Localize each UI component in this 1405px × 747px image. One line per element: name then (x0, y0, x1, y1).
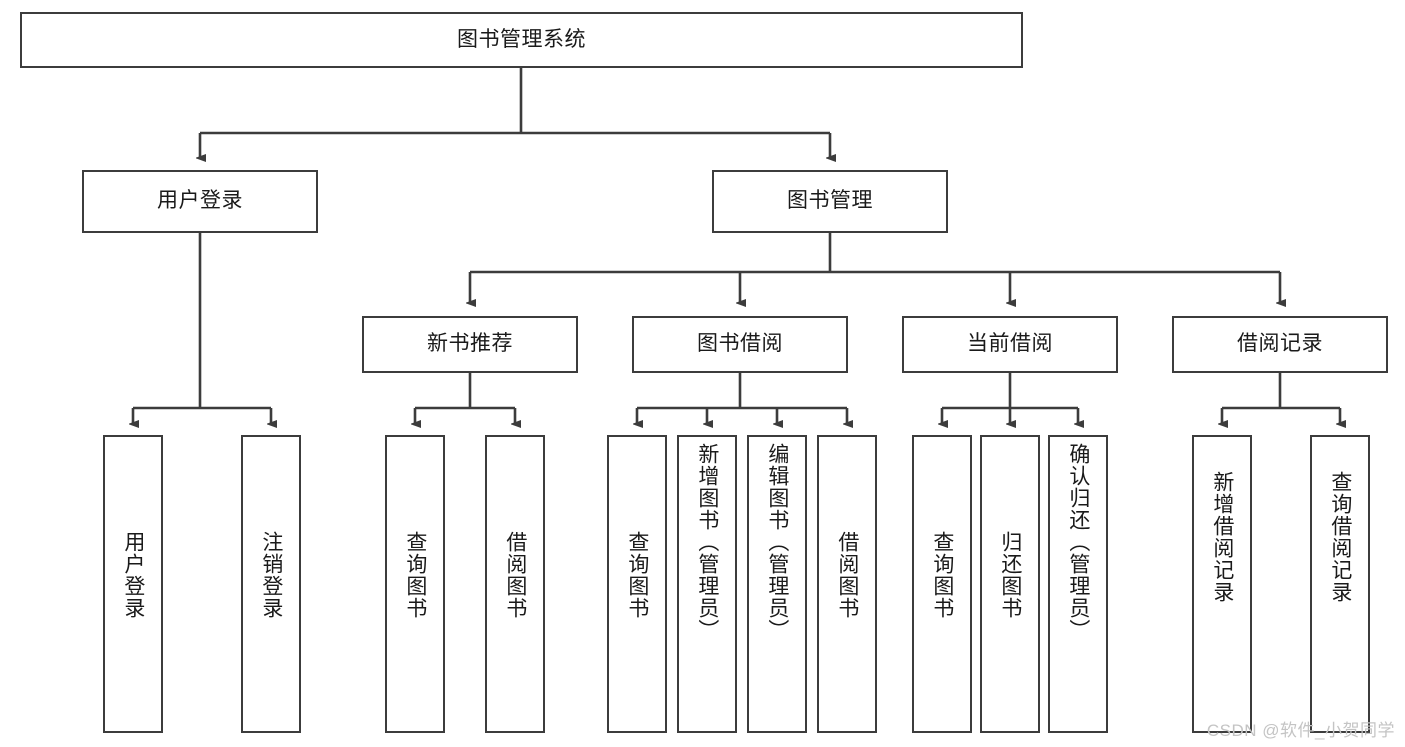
node-new-book-recommend[interactable]: 新书推荐 (362, 316, 578, 373)
node-book-manage[interactable]: 图书管理 (712, 170, 948, 233)
node-leaf-add-book-label: 新增图书（管理员） (695, 443, 719, 641)
node-user-login[interactable]: 用户登录 (82, 170, 318, 233)
node-root-label: 图书管理系统 (457, 27, 586, 51)
node-borrow-record-label: 借阅记录 (1237, 332, 1323, 356)
node-current-borrow-label: 当前借阅 (967, 332, 1053, 356)
node-leaf-add-record[interactable]: 新增借阅记录 (1192, 435, 1252, 733)
node-leaf-query-book-3-label: 查询图书 (930, 531, 954, 619)
node-book-borrow[interactable]: 图书借阅 (632, 316, 848, 373)
node-leaf-borrow-book-1-label: 借阅图书 (503, 531, 527, 619)
node-leaf-logout-label: 注销登录 (259, 531, 283, 619)
node-leaf-add-record-label: 新增借阅记录 (1210, 471, 1234, 603)
node-root[interactable]: 图书管理系统 (20, 12, 1023, 68)
node-leaf-query-book-2[interactable]: 查询图书 (607, 435, 667, 733)
node-new-book-recommend-label: 新书推荐 (427, 332, 513, 356)
node-leaf-borrow-book-1[interactable]: 借阅图书 (485, 435, 545, 733)
node-leaf-confirm-return-label: 确认归还（管理员） (1066, 443, 1090, 641)
node-book-manage-label: 图书管理 (787, 189, 873, 213)
node-leaf-query-book-1[interactable]: 查询图书 (385, 435, 445, 733)
node-leaf-borrow-book-2[interactable]: 借阅图书 (817, 435, 877, 733)
node-leaf-confirm-return[interactable]: 确认归还（管理员） (1048, 435, 1108, 733)
node-borrow-record[interactable]: 借阅记录 (1172, 316, 1388, 373)
node-leaf-return-book-label: 归还图书 (998, 531, 1022, 619)
node-current-borrow[interactable]: 当前借阅 (902, 316, 1118, 373)
node-leaf-borrow-book-2-label: 借阅图书 (835, 531, 859, 619)
node-leaf-user-login[interactable]: 用户登录 (103, 435, 163, 733)
node-leaf-query-book-1-label: 查询图书 (403, 531, 427, 619)
csdn-watermark: CSDN @软件_小贺同学 (1206, 721, 1395, 740)
node-user-login-label: 用户登录 (157, 189, 243, 213)
node-leaf-logout[interactable]: 注销登录 (241, 435, 301, 733)
node-leaf-query-record-label: 查询借阅记录 (1328, 471, 1352, 603)
node-leaf-query-book-3[interactable]: 查询图书 (912, 435, 972, 733)
node-leaf-query-book-2-label: 查询图书 (625, 531, 649, 619)
node-leaf-query-record[interactable]: 查询借阅记录 (1310, 435, 1370, 733)
node-leaf-edit-book[interactable]: 编辑图书（管理员） (747, 435, 807, 733)
node-leaf-edit-book-label: 编辑图书（管理员） (765, 443, 789, 641)
node-book-borrow-label: 图书借阅 (697, 332, 783, 356)
node-leaf-add-book[interactable]: 新增图书（管理员） (677, 435, 737, 733)
node-leaf-return-book[interactable]: 归还图书 (980, 435, 1040, 733)
node-leaf-user-login-label: 用户登录 (121, 531, 145, 619)
